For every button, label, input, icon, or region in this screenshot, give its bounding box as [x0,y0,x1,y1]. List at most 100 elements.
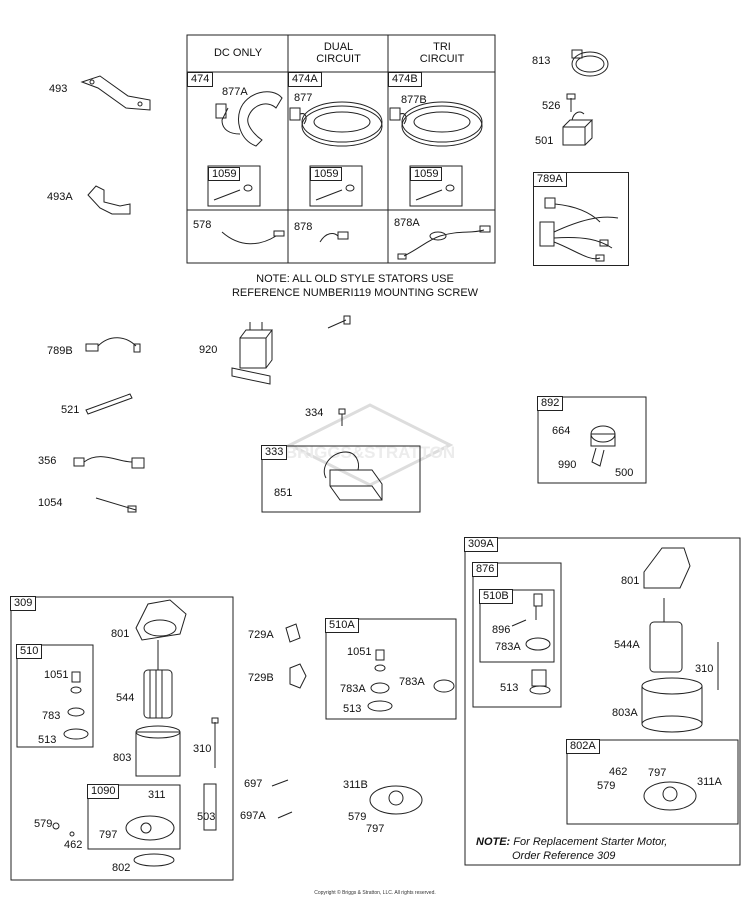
label-462-b: 462 [609,766,628,778]
label-697a: 697A [240,810,266,822]
wire-789b-icon [85,337,141,353]
label-1051-b: 1051 [347,646,372,658]
label-544: 544 [116,692,135,704]
copyright-footer: Copyright © Briggs & Stratton, LLC. All … [314,890,436,896]
label-920: 920 [199,344,218,356]
label-803: 803 [113,752,132,764]
label-578: 578 [193,219,212,231]
label-579-c: 579 [597,780,616,792]
tag-474b: 474B [388,72,422,87]
stator-note-line1: NOTE: ALL OLD STYLE STATORS USE [256,273,454,285]
tag-510: 510 [16,644,43,659]
col-header-dc-only: DC ONLY [213,47,263,59]
rectifier-501-icon [562,93,594,146]
label-801: 801 [111,628,130,640]
replacement-note-text: For Replacement Starter Motor, [513,836,668,848]
starter-309a-frame [464,537,741,866]
parts-729-icons [271,623,307,819]
tag-309a: 309A [464,537,498,552]
label-877b: 877B [401,94,427,106]
label-521: 521 [61,404,80,416]
starter-309a-parts [511,547,719,811]
briggs-watermark [286,403,454,487]
tag-1090: 1090 [87,784,120,799]
tag-892: 892 [537,396,564,411]
label-729a: 729A [248,629,274,641]
watermark-text: BRIGGS&STRATTON [285,443,455,462]
label-334: 334 [305,407,324,419]
label-311b: 311B [343,779,368,791]
bracket-493a-icon [87,185,131,215]
label-311a: 311A [697,776,722,788]
label-797-b: 797 [366,823,385,835]
label-896: 896 [492,624,511,636]
wire-356-icon [73,456,145,469]
tag-1059-a: 1059 [208,167,241,181]
label-803a: 803A [612,707,638,719]
label-990: 990 [558,459,577,471]
drive-510a [325,618,457,720]
tag-474: 474 [187,72,214,87]
label-697: 697 [244,778,263,790]
label-783a-2: 783A [399,676,425,688]
label-789b: 789B [47,345,73,357]
replacement-note-prefix: NOTE: [476,836,511,848]
label-356: 356 [38,455,57,467]
label-1054: 1054 [38,497,63,509]
replacement-note-line1: NOTE: For Replacement Starter Motor, [476,835,667,849]
tag-789a: 789A [533,172,567,187]
tag-474a: 474A [288,72,322,87]
stator-table-grid [186,34,496,264]
tag-1059-b: 1059 [310,167,343,181]
tag-510a: 510A [325,618,359,633]
label-851: 851 [274,487,293,499]
stator-877-icon [289,101,383,147]
wire-578-icon [221,230,285,245]
label-513: 513 [38,734,57,746]
bracket-493-icon [80,75,151,111]
label-797-c: 797 [648,767,667,779]
stator-877b-icon [389,101,483,147]
tag-309: 309 [10,596,37,611]
label-797: 797 [99,829,118,841]
label-802: 802 [112,862,131,874]
starter-309-parts [52,599,219,867]
label-783a-3: 783A [495,641,521,653]
stator-note-line2: REFERENCE NUMBERI119 MOUNTING SCREW [231,287,479,299]
label-500: 500 [615,467,634,479]
label-664: 664 [552,425,571,437]
cable-tie-1054-icon [95,497,137,513]
label-783a-1: 783A [340,683,366,695]
label-526: 526 [542,100,561,112]
label-310: 310 [193,743,212,755]
solenoid-920-icon [231,322,273,385]
label-813: 813 [532,55,551,67]
label-877a: 877A [222,86,248,98]
replacement-note-line2: Order Reference 309 [512,850,616,862]
screw-1059-icons [213,184,455,201]
label-544a: 544A [614,639,640,651]
label-579-b: 579 [348,811,367,823]
label-877: 877 [294,92,313,104]
label-783: 783 [42,710,61,722]
label-579: 579 [34,818,53,830]
screw-334-icon [338,408,346,426]
label-878: 878 [294,221,313,233]
label-462: 462 [64,839,83,851]
brush-311b-icon [369,785,423,815]
stator-877a-icon [215,91,283,147]
key-switch-892 [537,396,647,484]
hose-clamp-813-icon [571,49,609,77]
label-729b: 729B [248,672,274,684]
label-310-b: 310 [695,663,714,675]
label-513-c: 513 [500,682,519,694]
label-493: 493 [49,83,68,95]
label-311: 311 [148,789,166,801]
label-1051: 1051 [44,669,69,681]
label-503: 503 [197,811,216,823]
starter-309-frame [10,596,234,881]
tag-510b: 510B [479,589,513,604]
tag-876: 876 [472,562,499,577]
label-878a: 878A [394,217,420,229]
